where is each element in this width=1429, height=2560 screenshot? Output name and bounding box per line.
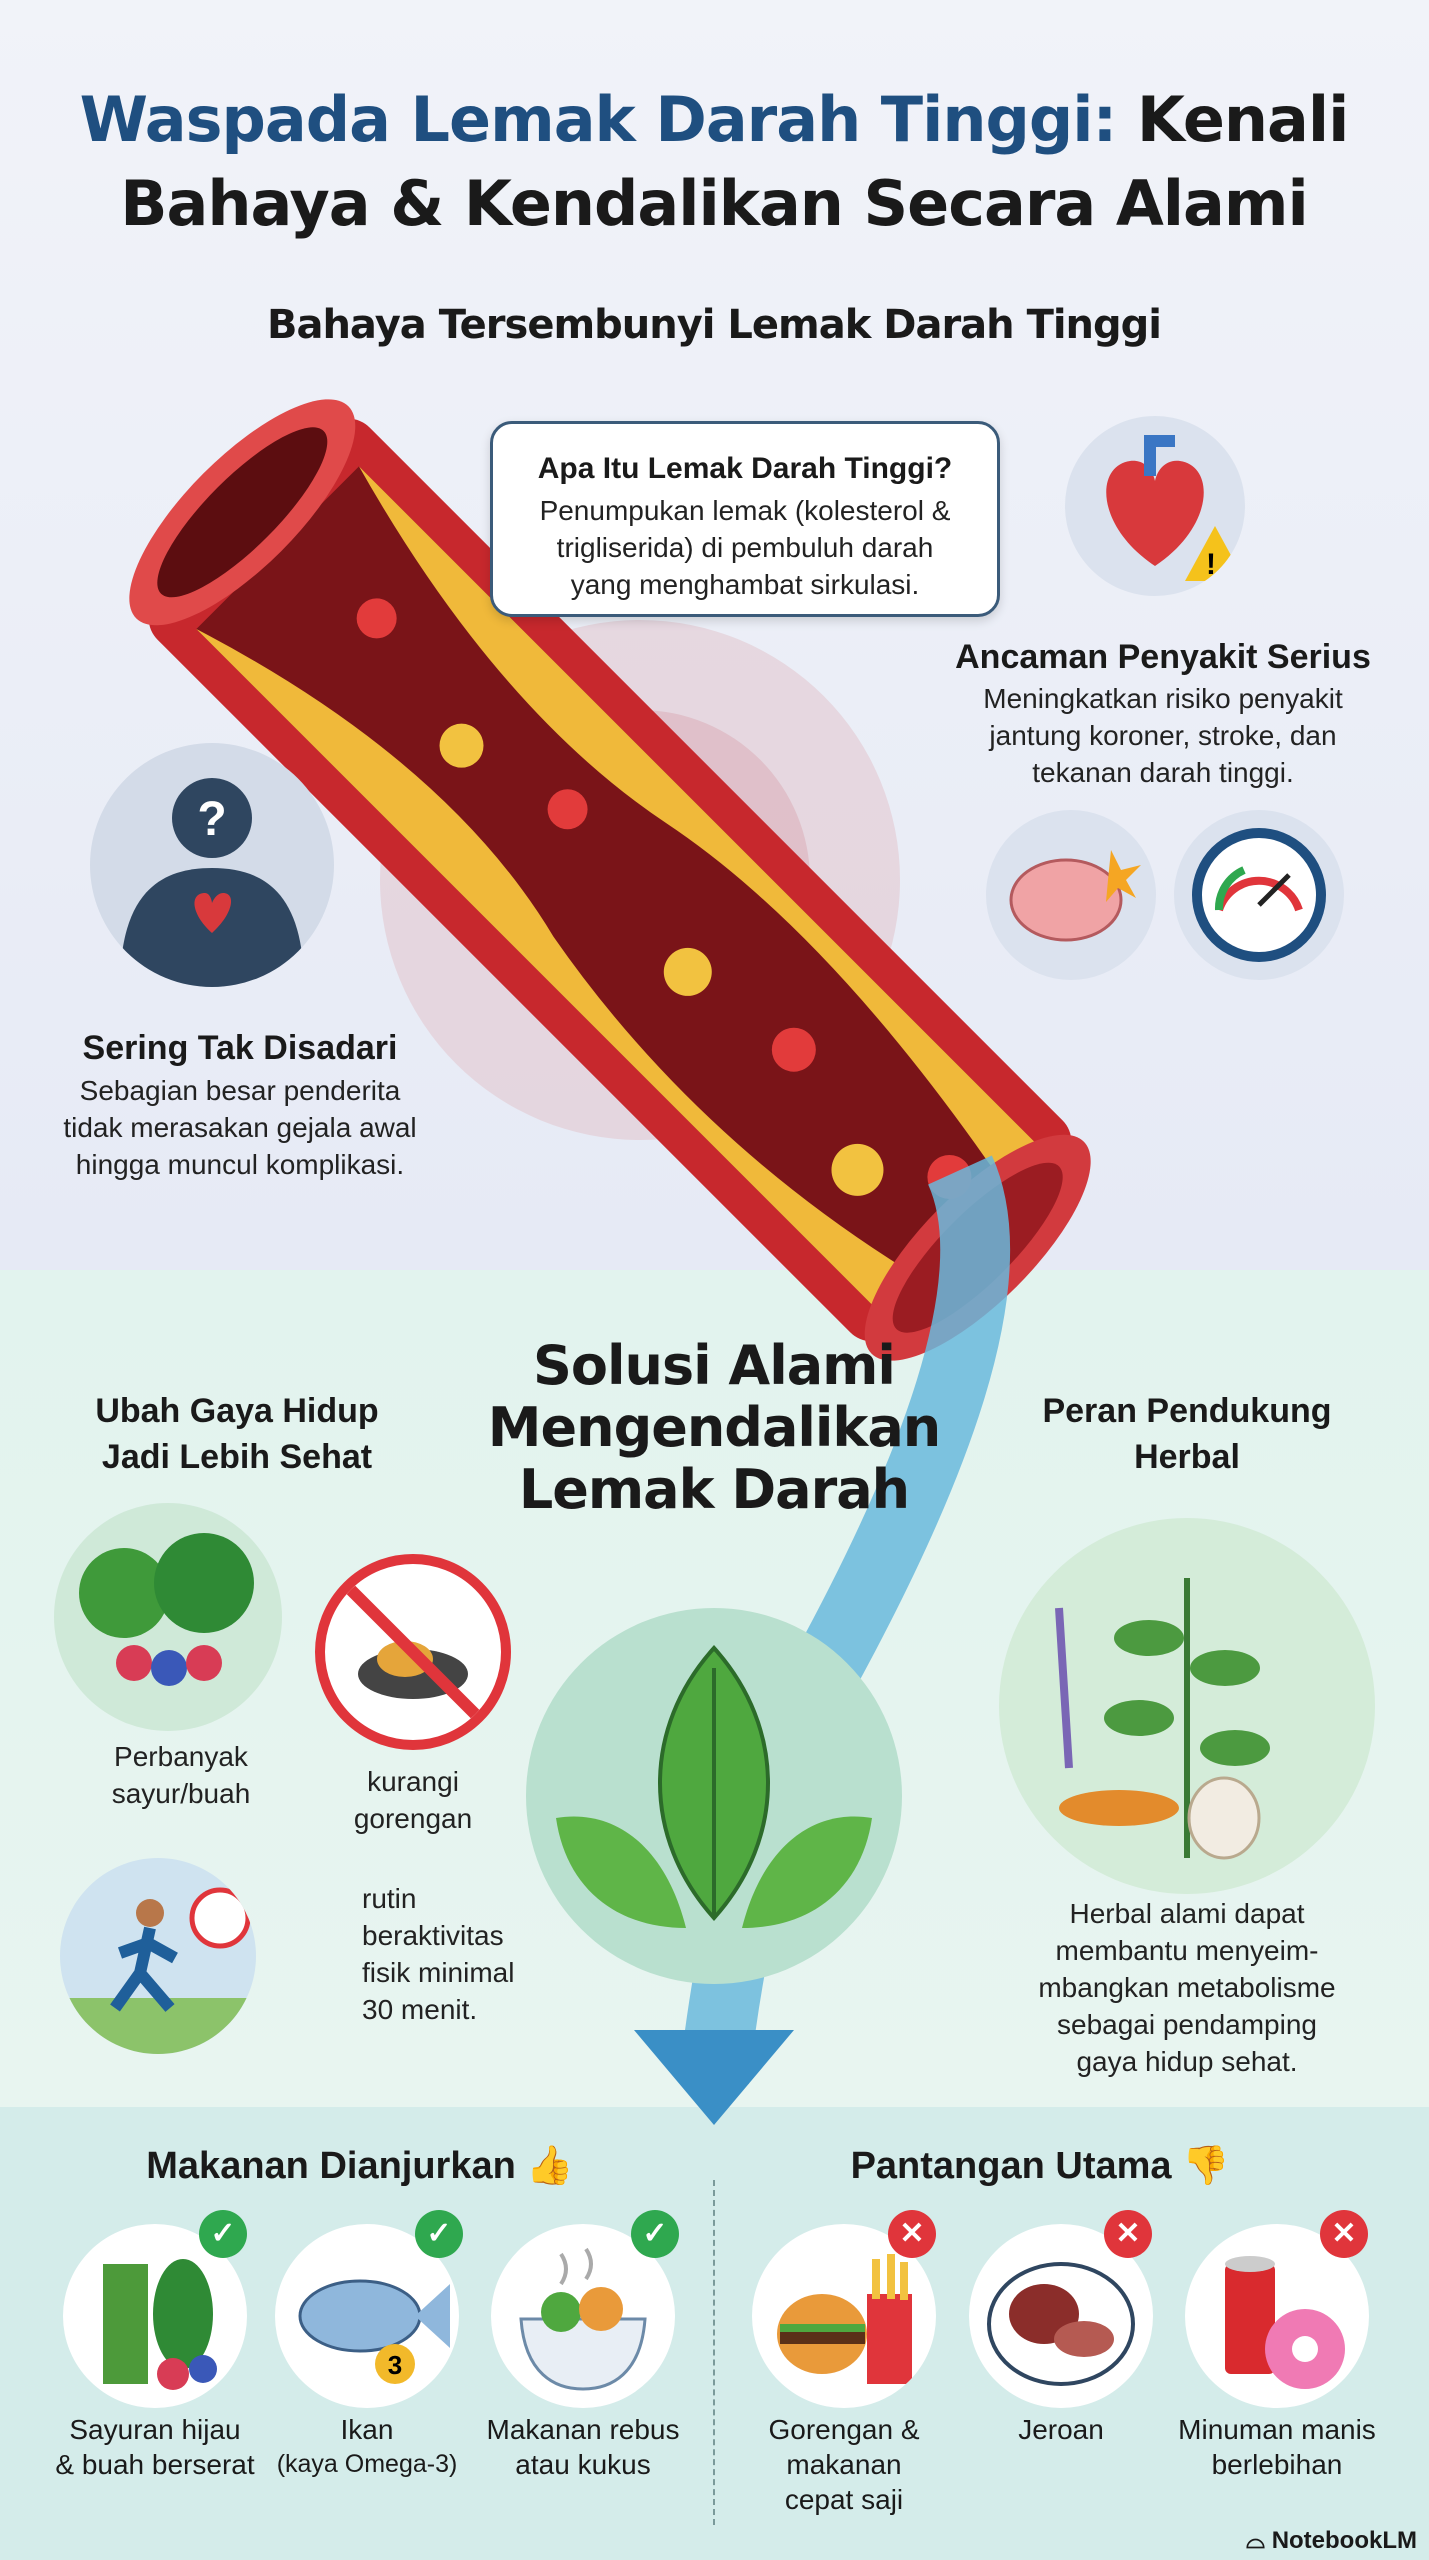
thumbs-down-icon: 👎 bbox=[1182, 2145, 1230, 2187]
label-line: (kaya Omega-3) bbox=[276, 2450, 458, 2478]
recommended-item-label: Sayuran hijau & buah berserat bbox=[55, 2412, 254, 2482]
label-line: Sayuran hijau bbox=[69, 2414, 241, 2445]
solution-heading-line: Mengendalikan bbox=[487, 1396, 941, 1459]
unnoticed-line: hingga muncul komplikasi. bbox=[75, 1149, 405, 1180]
label-line: berlebihan bbox=[1211, 2449, 1343, 2480]
herbal-line: gaya hidup sehat. bbox=[1076, 2046, 1298, 2077]
lifestyle-title: Ubah Gaya Hidup Jadi Lebih Sehat bbox=[95, 1388, 378, 1480]
threat-title: Ancaman Penyakit Serius bbox=[955, 638, 1371, 676]
svg-text:?: ? bbox=[197, 793, 226, 846]
section-divider bbox=[713, 2180, 715, 2525]
label-line: Ikan bbox=[340, 2414, 394, 2445]
veg-label: Perbanyak sayur/buah bbox=[112, 1738, 251, 1812]
heart-warning-icon: ! bbox=[1065, 416, 1245, 596]
title-part1: Waspada Lemak Darah Tinggi: bbox=[79, 83, 1118, 156]
cross-icon: ✕ bbox=[888, 2210, 936, 2258]
check-icon: ✓ bbox=[199, 2210, 247, 2258]
cross-icon: ✕ bbox=[1104, 2210, 1152, 2258]
brand-text: NotebookLM bbox=[1271, 2527, 1417, 2554]
label-line: atau kukus bbox=[515, 2449, 651, 2480]
veg-label-line: Perbanyak bbox=[114, 1741, 248, 1772]
threat-line: tekanan darah tinggi. bbox=[1032, 757, 1294, 788]
callout-line: Penumpukan lemak (kolesterol & bbox=[539, 495, 951, 526]
herbal-line: Herbal alami dapat bbox=[1069, 1898, 1305, 1929]
recommended-title: Makanan Dianjurkan 👍 bbox=[146, 2143, 573, 2189]
cross-icon: ✕ bbox=[1320, 2210, 1368, 2258]
lifestyle-title-line: Jadi Lebih Sehat bbox=[101, 1438, 373, 1476]
avoid-item-label: Minuman manis berlebihan bbox=[1178, 2412, 1376, 2482]
fried-label-line: kurangi bbox=[367, 1766, 459, 1797]
page-title: Waspada Lemak Darah Tinggi: Kenali Bahay… bbox=[24, 78, 1404, 246]
title-part2: Kenali bbox=[1136, 83, 1349, 156]
notebooklm-brand: ⌓ NotebookLM bbox=[1246, 2527, 1417, 2555]
exercise-label-line: fisik minimal bbox=[362, 1957, 515, 1988]
svg-text:!: ! bbox=[1206, 548, 1216, 581]
threat-line: Meningkatkan risiko penyakit bbox=[983, 683, 1343, 714]
unnoticed-description: Sebagian besar penderita tidak merasakan… bbox=[63, 1072, 416, 1183]
avoid-item-label: Gorengan & makanan cepat saji bbox=[769, 2412, 920, 2517]
title-line2: Bahaya & Kendalikan Secara Alami bbox=[120, 167, 1309, 240]
label-line: cepat saji bbox=[784, 2484, 904, 2515]
exercise-label-line: 30 menit. bbox=[362, 1994, 478, 2025]
lifestyle-title-line: Ubah Gaya Hidup bbox=[95, 1392, 379, 1430]
notebooklm-logo-icon: ⌓ bbox=[1246, 2527, 1266, 2554]
fish-icon: 3 bbox=[275, 2224, 459, 2408]
label-line: Minuman manis bbox=[1178, 2414, 1376, 2445]
herbal-line: mbangkan metabolisme bbox=[1038, 1972, 1336, 2003]
recommended-title-text: Makanan Dianjurkan bbox=[146, 2145, 516, 2187]
exercise-label-line: beraktivitas bbox=[362, 1920, 504, 1951]
herbal-line: sebagai pendamping bbox=[1057, 2009, 1317, 2040]
fried-label-line: gorengan bbox=[353, 1803, 473, 1834]
check-icon: ✓ bbox=[631, 2210, 679, 2258]
threat-line: jantung koroner, stroke, dan bbox=[989, 720, 1337, 751]
danger-heading: Bahaya Tersembunyi Lemak Darah Tinggi bbox=[266, 302, 1162, 348]
running-person-icon bbox=[60, 1858, 256, 2054]
exercise-label: rutin beraktivitas fisik minimal 30 meni… bbox=[362, 1880, 514, 2028]
herbal-line: membantu menyeim- bbox=[1055, 1935, 1319, 1966]
brain-stroke-icon bbox=[986, 810, 1156, 980]
solution-heading-line: Solusi Alami bbox=[533, 1334, 896, 1397]
no-fried-food-icon bbox=[315, 1554, 511, 1750]
herbal-title-line: Herbal bbox=[1134, 1438, 1240, 1476]
avoid-item-label: Jeroan bbox=[1018, 2412, 1104, 2447]
unnoticed-title: Sering Tak Disadari bbox=[82, 1029, 398, 1067]
recommended-item-label: Makanan rebus atau kukus bbox=[486, 2412, 679, 2482]
unnoticed-line: tidak merasakan gejala awal bbox=[63, 1112, 417, 1143]
label-line: Jeroan bbox=[1018, 2414, 1104, 2445]
threat-description: Meningkatkan risiko penyakit jantung kor… bbox=[983, 680, 1343, 791]
solution-heading-line: Lemak Darah bbox=[518, 1458, 910, 1521]
blood-pressure-gauge-icon bbox=[1174, 810, 1344, 980]
unnoticed-line: Sebagian besar penderita bbox=[79, 1075, 401, 1106]
callout-line: trigliserida) di pembuluh darah bbox=[556, 532, 934, 563]
herbal-description: Herbal alami dapat membantu menyeim- mba… bbox=[1038, 1895, 1335, 2080]
callout-line: yang menghambat sirkulasi. bbox=[570, 569, 920, 600]
callout-title: Apa Itu Lemak Darah Tinggi? bbox=[537, 452, 953, 485]
thumbs-up-icon: 👍 bbox=[526, 2145, 574, 2187]
vegetables-icon bbox=[54, 1503, 282, 1731]
herbs-icon bbox=[999, 1518, 1375, 1894]
label-line: Gorengan & bbox=[768, 2414, 920, 2445]
label-line: Makanan rebus bbox=[486, 2414, 680, 2445]
herbal-title-line: Peran Pendukung bbox=[1042, 1392, 1332, 1430]
avoid-title: Pantangan Utama 👎 bbox=[851, 2143, 1230, 2189]
svg-text:3: 3 bbox=[388, 2350, 402, 2380]
definition-callout: Apa Itu Lemak Darah Tinggi? Penumpukan l… bbox=[490, 421, 1000, 617]
fried-label: kurangi gorengan bbox=[354, 1763, 472, 1837]
leaf-icon bbox=[526, 1608, 902, 1984]
veg-label-line: sayur/buah bbox=[111, 1778, 251, 1809]
recommended-item-label: Ikan (kaya Omega-3) bbox=[277, 2412, 458, 2482]
blood-vessel-illustration bbox=[129, 399, 1091, 2125]
person-question-icon: ? bbox=[90, 743, 334, 987]
check-icon: ✓ bbox=[415, 2210, 463, 2258]
herbal-title: Peran Pendukung Herbal bbox=[1042, 1388, 1331, 1480]
label-line: & buah berserat bbox=[55, 2449, 255, 2480]
avoid-title-text: Pantangan Utama bbox=[850, 2145, 1172, 2187]
label-line: makanan bbox=[786, 2449, 902, 2480]
exercise-label-line: rutin bbox=[362, 1883, 417, 1914]
solution-heading: Solusi Alami Mengendalikan Lemak Darah bbox=[487, 1334, 941, 1521]
